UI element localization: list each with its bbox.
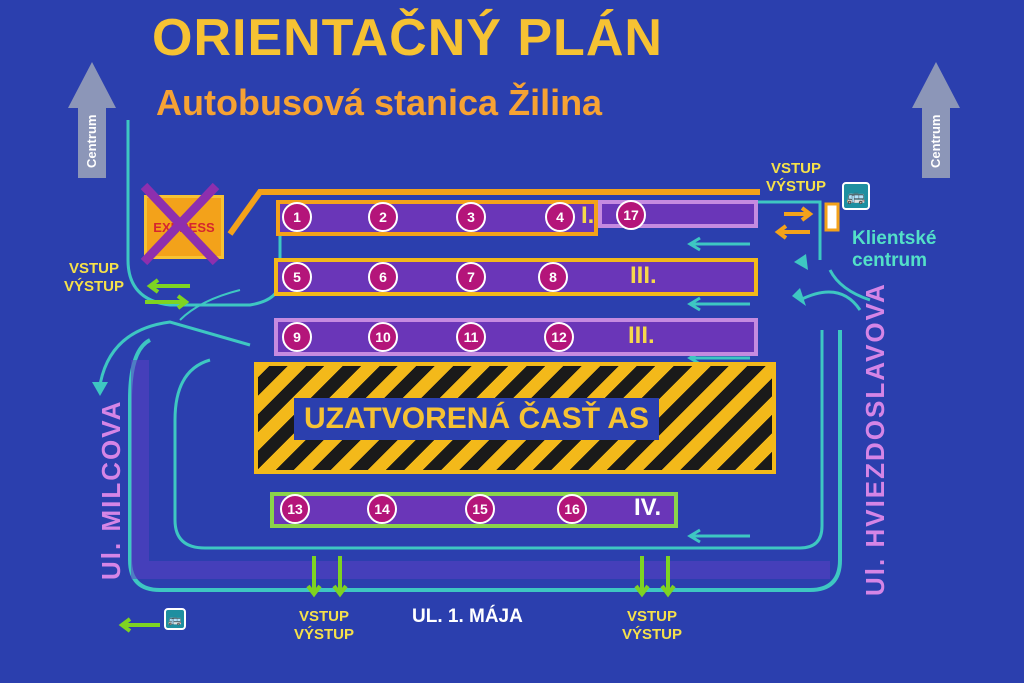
stand-9: 9 xyxy=(282,322,312,352)
platform-3b xyxy=(274,318,758,356)
stand-1: 1 xyxy=(282,202,312,232)
page-title: ORIENTAČNÝ PLÁN xyxy=(152,9,663,67)
entry-arrow-bottom xyxy=(634,556,650,598)
legend-arrow xyxy=(118,617,160,633)
stand-3: 3 xyxy=(456,202,486,232)
lane-arrow xyxy=(687,528,750,544)
right-curve xyxy=(799,290,862,311)
stand-12: 12 xyxy=(544,322,574,352)
platform-3a xyxy=(274,258,758,296)
legend-bus-icon: 🚌 xyxy=(164,608,186,630)
stand-16: 16 xyxy=(557,494,587,524)
centrum-arrow-left xyxy=(68,62,116,178)
entry-bottom-right: VSTUP VÝSTUP xyxy=(622,608,683,643)
stand-2: 2 xyxy=(368,202,398,232)
stand-11: 11 xyxy=(456,322,486,352)
stand-15: 15 xyxy=(465,494,495,524)
stand-6: 6 xyxy=(368,262,398,292)
centrum-arrow-right xyxy=(912,62,960,178)
stand-8: 8 xyxy=(538,262,568,292)
entry-arrow-bottom xyxy=(332,556,348,598)
left-curve xyxy=(98,320,251,386)
client-center-label: Klientské centrum xyxy=(852,228,937,271)
entry-top-right: VSTUP VÝSTUP xyxy=(766,160,827,195)
top-lane xyxy=(227,189,760,236)
stand-5: 5 xyxy=(282,262,312,292)
left-curve-2 xyxy=(179,289,241,321)
page-subtitle: Autobusová stanica Žilina xyxy=(156,82,603,123)
orange-arrows xyxy=(774,206,814,240)
stand-13: 13 xyxy=(280,494,310,524)
client-centre-door xyxy=(824,202,840,232)
orange-arrow-right xyxy=(784,206,814,222)
platform-4-label: IV. xyxy=(634,494,662,521)
street-1-maja: UL. 1. MÁJA xyxy=(412,606,523,627)
entry-bottom-left: VSTUP VÝSTUP xyxy=(294,608,355,643)
platform-3b-label: III. xyxy=(628,322,655,349)
lane-arrow xyxy=(687,236,750,252)
green-arrows xyxy=(118,278,676,633)
stand-17: 17 xyxy=(616,200,646,230)
stand-4: 4 xyxy=(545,202,575,232)
orange-arrow-left xyxy=(774,224,810,240)
platform-1 xyxy=(276,200,598,236)
entry-arrow-bottom xyxy=(660,556,676,598)
right-curve-arrowhead xyxy=(792,288,806,306)
stand-7: 7 xyxy=(456,262,486,292)
platform-1-label: I. xyxy=(581,202,595,229)
entry-arrow-left-out xyxy=(145,294,190,310)
bus-icon: 🚌 xyxy=(842,182,870,210)
stand-10: 10 xyxy=(368,322,398,352)
left-curve-arrowhead xyxy=(92,382,108,396)
stand-14: 14 xyxy=(367,494,397,524)
entry-arrow-left-in xyxy=(146,278,190,294)
entry-arrow-bottom xyxy=(306,556,322,598)
entry-left: VSTUP VÝSTUP xyxy=(64,260,125,295)
loop-lane xyxy=(131,360,830,579)
right-curve-2 xyxy=(828,269,871,302)
street-milcova: Ul. MILCOVA xyxy=(96,399,126,580)
lane-arrow xyxy=(687,296,750,312)
closed-area-label: UZATVORENÁ ČASŤ AS xyxy=(294,398,659,440)
loop-road-inner xyxy=(173,330,824,550)
platform-3a-label: III. xyxy=(630,262,657,289)
right-curve-arrowhead-2 xyxy=(794,254,808,270)
street-hviezdoslavova: Ul. HVIEZDOSLAVOVA xyxy=(860,282,890,596)
